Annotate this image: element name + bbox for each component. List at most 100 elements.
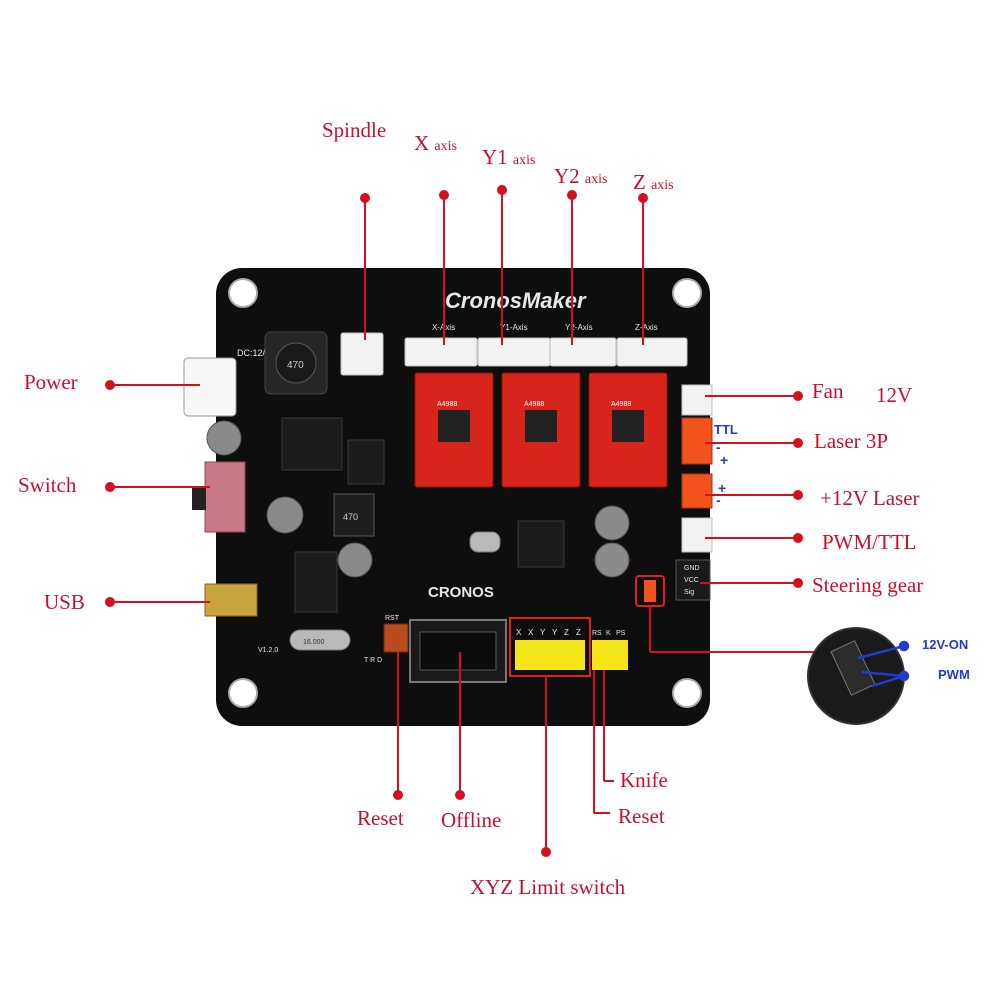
mcu-chip [517, 520, 565, 568]
capacitor-1 [206, 420, 242, 456]
mount-hole-tl [228, 278, 258, 308]
label-y1-axis-main: Y1 [482, 145, 508, 169]
label-laser-3p: Laser 3P [814, 429, 889, 453]
sig-silk: Sig [684, 589, 694, 596]
trd-silk: T R D [364, 657, 382, 664]
xyz-limit-pins [515, 640, 585, 670]
label-x-axis-main: X [414, 131, 430, 155]
label-xyz-limit: XYZ Limit switch [470, 875, 626, 899]
y-driver-label: A4988 [524, 401, 544, 408]
power-silk: DC:12/ [237, 348, 266, 358]
reset-left-leader-dot [393, 790, 403, 800]
label-spindle: Spindle [322, 118, 387, 142]
limit-silk-x2: X [528, 628, 534, 637]
label-knife: Knife [620, 768, 668, 792]
label-z-axis-sub: axis [651, 178, 674, 193]
crystal-code: 16.000 [303, 639, 325, 646]
laser-minus-2: - [716, 492, 721, 508]
switch-lever [192, 488, 206, 510]
inset-pointer-on-dot [898, 640, 910, 652]
spindle-leader-dot [360, 193, 370, 203]
capacitor-5 [594, 542, 630, 578]
label-y2-axis-main: Y2 [554, 164, 580, 188]
label-laser-12v: +12V Laser [820, 486, 920, 510]
y2-axis-silk: Y2-Axis [565, 323, 593, 332]
limit-silk-y1: Y [540, 628, 546, 637]
reset-button [383, 623, 409, 653]
label-reset-right: Reset [618, 804, 665, 828]
y2-axis-leader-dot [567, 190, 577, 200]
power-leader-dot [105, 380, 115, 390]
usb-port [204, 583, 258, 617]
power-switch [204, 461, 246, 533]
version-silk: V1.2.0 [258, 647, 278, 654]
inset-header [830, 640, 876, 696]
laser-3p-connector [681, 417, 713, 465]
laser-12v-connector [681, 473, 713, 509]
leader-lines [105, 185, 820, 857]
capacitor-4 [594, 505, 630, 541]
x-axis-leader-dot [439, 190, 449, 200]
limit-silk-rs: RS [592, 630, 602, 637]
knife-reset-pins [592, 640, 628, 670]
inductor-core [275, 342, 317, 384]
usb-leader-dot [105, 597, 115, 607]
label-usb: USB [44, 590, 85, 614]
z-driver-label: A4988 [611, 401, 631, 408]
cronos-logo: CRONOS [428, 584, 494, 601]
crystal [289, 629, 351, 651]
limit-silk-ps: PS [616, 630, 626, 637]
mosfet-chip [347, 439, 385, 485]
limit-silk-z1: Z [564, 628, 569, 637]
gnd-silk: GND [684, 565, 700, 572]
y2-axis-connector [549, 337, 617, 367]
limit-switch-highlight [509, 617, 591, 677]
label-12v-on: 12V-ON [922, 637, 969, 652]
limit-silk-y2: Y [552, 628, 558, 637]
z-axis-connector [616, 337, 688, 367]
label-offline: Offline [441, 808, 502, 832]
x-driver-chip [438, 410, 470, 442]
cap-code: 470 [343, 512, 358, 522]
limit-silk-k: K [606, 630, 611, 637]
vcc-silk: VCC [684, 577, 699, 584]
label-pwm-inset: PWM [938, 667, 970, 682]
x-driver-label: A4988 [437, 401, 457, 408]
mount-hole-tr [672, 278, 702, 308]
mount-hole-bl [228, 678, 258, 708]
label-y2-axis-sub: axis [584, 172, 608, 187]
capacitor-3 [337, 542, 373, 578]
label-z-axis: Z axis [633, 172, 674, 193]
label-power: Power [24, 370, 78, 394]
x-axis-connector [404, 337, 478, 367]
inset-pointer-pwm-2 [871, 674, 905, 688]
brand-silk: CronosMaker [445, 288, 587, 313]
label-y2-axis: Y2 axis [554, 166, 607, 187]
xyz-limit-leader-dot [541, 847, 551, 857]
label-steering-gear: Steering gear [812, 573, 924, 597]
label-ttl: TTL [714, 422, 738, 437]
laser12v-leader-dot [793, 490, 803, 500]
servo-header [675, 559, 711, 601]
laser-plus-2: + [718, 480, 726, 496]
limit-silk-x1: X [516, 628, 522, 637]
pcb-board [216, 268, 710, 726]
steering-leader-dot [793, 578, 803, 588]
limit-silk-z2: Z [576, 628, 581, 637]
servo-jumper [644, 580, 656, 602]
y1-axis-leader-dot [497, 185, 507, 195]
laser-plus-1: + [720, 452, 728, 468]
usb-serial-chip [294, 551, 338, 613]
inset-pointer-on [857, 644, 905, 660]
label-y1-axis: Y1 axis [482, 147, 535, 168]
laser-minus-1: - [716, 439, 721, 455]
inset-pointer-pwm-dot [898, 670, 910, 682]
label-switch: Switch [18, 473, 77, 497]
offline-leader-dot [455, 790, 465, 800]
power-jack [183, 357, 237, 417]
inductor-code: 470 [287, 360, 304, 371]
label-reset-left: Reset [357, 806, 404, 830]
offline-header-inner [419, 631, 497, 671]
